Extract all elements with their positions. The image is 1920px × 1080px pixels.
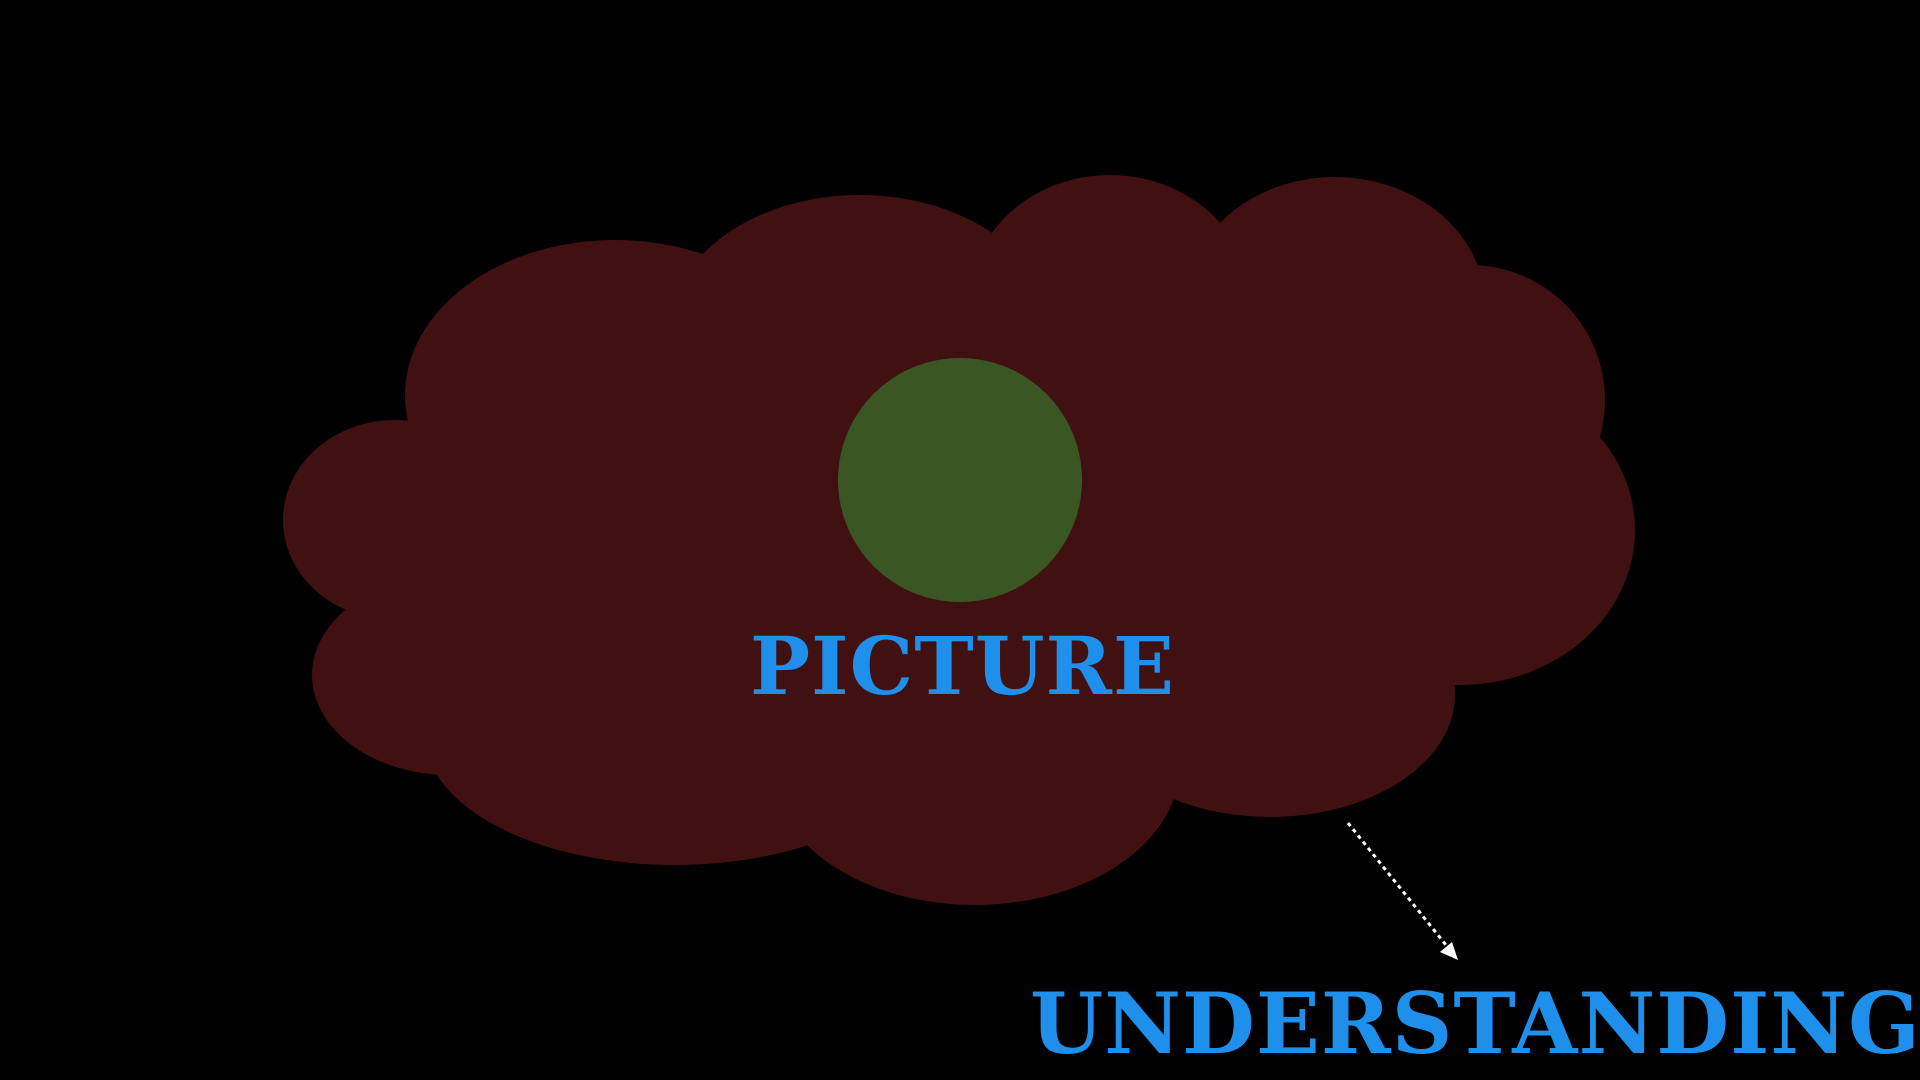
dotted-arrow [1346,822,1458,960]
understanding-label: UNDERSTANDING [1030,974,1920,1073]
picture-label: PICTURE [750,619,1176,713]
cloud-shape [283,175,1635,905]
green-circle [838,358,1082,602]
